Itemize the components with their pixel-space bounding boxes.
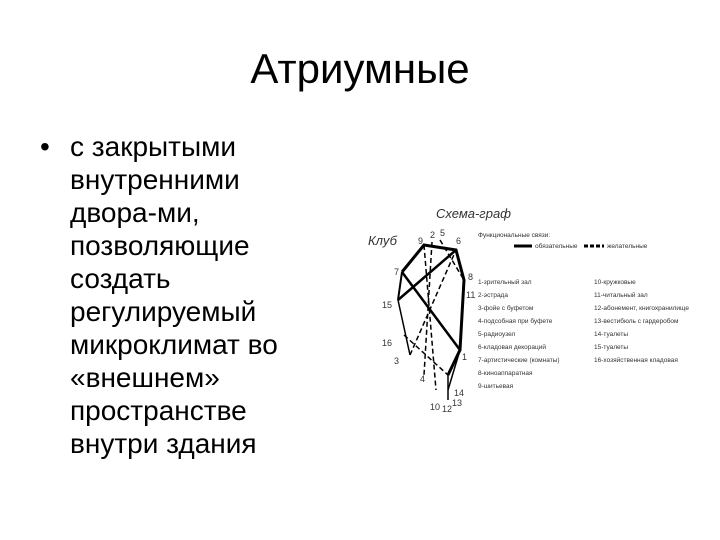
graph-node-label: 7 [394, 267, 399, 277]
room-list-item: 2-эстрада [478, 292, 508, 299]
room-list-item: 5-радиоузел [478, 331, 516, 338]
legend-required-label: обязательные [535, 242, 578, 250]
bullet-line: с закрытыми [70, 131, 236, 162]
figure-links-label: Функциональные связи: [478, 232, 550, 239]
room-list-right: 10-кружковые 11-читальный зал 12-абонеме… [594, 279, 689, 364]
room-list-item: 15-туалеты [594, 344, 628, 351]
room-list-item: 13-вестибюль с гардеробом [594, 317, 679, 325]
room-list-item: 9-шитьевая [478, 383, 514, 390]
figure-heading-right: Схема-граф [436, 206, 511, 221]
graph-node-label: 5 [440, 228, 445, 238]
legend-optional-label: желательные [607, 243, 648, 250]
graph-node-label: 1 [462, 352, 467, 362]
room-list-item: 11-читальный зал [594, 291, 648, 299]
bullet-line: двора-ми, [70, 197, 200, 228]
graph-node-label: 11 [466, 290, 475, 300]
graph-node-label: 6 [456, 236, 461, 246]
bullet-line: внутри здания [70, 428, 257, 459]
graph-node-labels: 7 9 2 5 6 8 11 15 16 1 4 3 10 12 13 14 [382, 228, 475, 414]
graph-node-label: 3 [394, 356, 399, 366]
graph-node-label: 9 [418, 236, 423, 246]
room-list-left: 1-зрительный зал 2-эстрада 3-фойе с буфе… [478, 278, 560, 390]
club-scheme-graph-figure: Клуб Схема-граф Функциональные связи: об… [368, 206, 689, 414]
graph-node-label: 13 [452, 398, 462, 408]
slide-title: Атриумные [250, 45, 470, 92]
room-list-item: 6-кладовая декораций [478, 343, 546, 351]
graph-node-label: 4 [420, 374, 425, 384]
room-list-item: 7-артистические (комнаты) [478, 357, 560, 364]
graph-node-label: 12 [442, 404, 452, 414]
room-list-item: 3-фойе с буфетом [478, 304, 534, 312]
room-list-item: 14-туалеты [594, 331, 628, 338]
graph-node-label: 2 [430, 230, 435, 240]
graph-node-label: 8 [468, 272, 473, 282]
figure-heading-left: Клуб [368, 233, 398, 248]
room-list-item: 1-зрительный зал [478, 278, 532, 286]
bullet-line: «внешнем» [70, 362, 220, 393]
graph-node-label: 10 [430, 402, 440, 412]
bullet-line: позволяющие [70, 230, 250, 261]
room-list-item: 16-хозяйственная кладовая [594, 356, 678, 364]
graph-node-label: 16 [382, 338, 392, 348]
graph-node-label: 15 [382, 300, 392, 310]
room-list-item: 12-абонемент, книгохранилище [594, 304, 689, 312]
graph-node-label: 14 [454, 388, 464, 398]
room-list-item: 10-кружковые [594, 279, 636, 286]
bullet-line: регулируемый [70, 296, 257, 327]
room-list-item: 8-киноаппаратная [478, 370, 533, 377]
bullet-line: создать [70, 263, 171, 294]
bullet-marker: • [40, 131, 50, 162]
graph-edges [397, 239, 466, 400]
bullet-line: пространстве [70, 395, 247, 426]
room-list-item: 4-подсобная при буфете [478, 317, 553, 325]
bullet-line: микроклимат во [70, 329, 278, 360]
bullet-line: внутренними [70, 164, 240, 195]
